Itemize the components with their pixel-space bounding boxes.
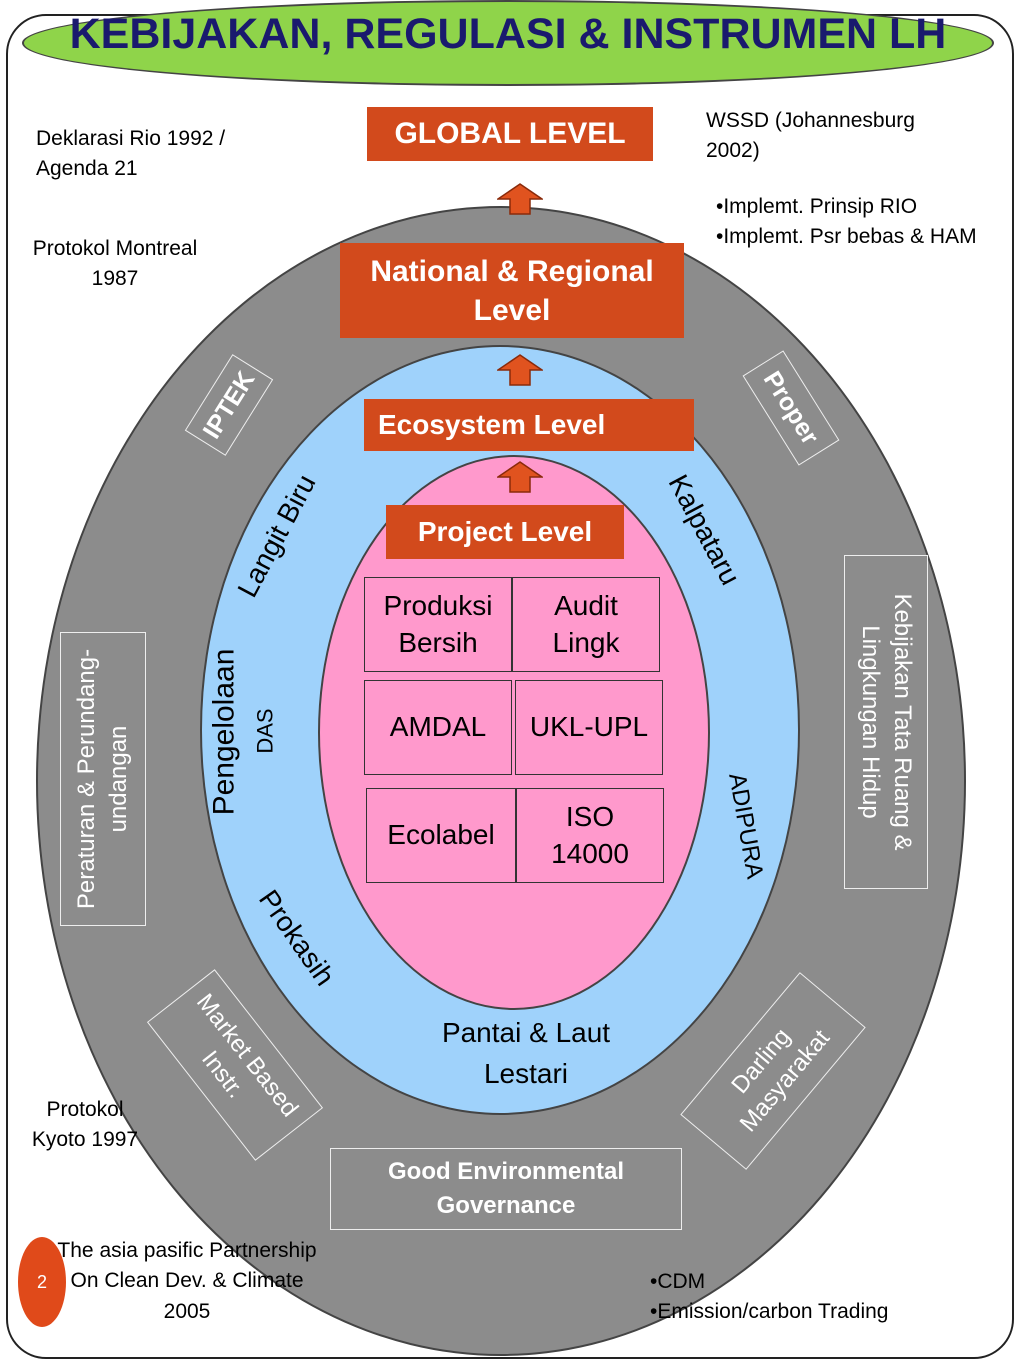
cell-ecolabel: Ecolabel xyxy=(366,788,516,883)
cell-ecolabel-label: Ecolabel xyxy=(387,819,495,851)
page-number: 2 xyxy=(36,1271,47,1292)
note-emission: •Emission/carbon Trading xyxy=(650,1300,889,1323)
ecosystem-level-label: Ecosystem Level xyxy=(378,409,606,440)
ecosystem-level-box: Ecosystem Level xyxy=(364,399,694,451)
up-arrow-icon xyxy=(497,183,543,215)
cell-audit-lingk: Audit Lingk xyxy=(512,577,660,672)
project-level-label: Project Level xyxy=(417,516,593,547)
note-asia-pasific: The asia pasific Partnership On Clean De… xyxy=(57,1239,317,1323)
national-level-box: National & Regional Level xyxy=(340,243,684,338)
label-pantai-laut: Pantai & Laut Lestari xyxy=(441,1017,611,1089)
slide-title: KEBIJAKAN, REGULASI & INSTRUMEN LH xyxy=(69,10,947,58)
cell-amdal-label: AMDAL xyxy=(389,711,487,743)
global-level-label: GLOBAL LEVEL xyxy=(394,117,626,150)
label-das: DAS xyxy=(252,708,278,754)
box-peraturan: Peraturan & Perundang-undangan xyxy=(60,632,146,926)
cell-iso-label: ISO 14000 xyxy=(551,801,629,869)
cell-produksi-label: Produksi Bersih xyxy=(383,590,493,658)
cell-ukl-upl: UKL-UPL xyxy=(515,680,663,775)
note-cdm: •CDM xyxy=(650,1270,706,1293)
note-wssd-bullet-2: •Implemt. Psr bebas & HAM xyxy=(716,225,977,248)
box-kebijakan-label: Kebijakan Tata Ruang & Lingkungan Hidup xyxy=(857,593,917,851)
box-kebijakan-tata-ruang: Kebijakan Tata Ruang & Lingkungan Hidup xyxy=(844,555,928,889)
cell-ukl-label: UKL-UPL xyxy=(529,711,649,743)
box-peraturan-label: Peraturan & Perundang-undangan xyxy=(72,648,132,910)
cell-audit-label: Audit Lingk xyxy=(552,590,620,658)
note-kyoto: Protokol Kyoto 1997 xyxy=(31,1098,139,1152)
box-good-governance-label: Good Environmental Governance xyxy=(387,1158,624,1219)
national-level-label: National & Regional Level xyxy=(370,254,654,327)
note-wssd: WSSD (Johannesburg 2002) xyxy=(706,109,915,163)
up-arrow-icon xyxy=(497,461,543,493)
label-pengelolaan: Pengelolaan xyxy=(207,648,241,816)
box-good-governance: Good Environmental Governance xyxy=(330,1148,682,1230)
cell-produksi-bersih: Produksi Bersih xyxy=(364,577,512,672)
page-number-badge: 2 xyxy=(18,1237,66,1327)
project-level-box: Project Level xyxy=(386,505,624,559)
cell-amdal: AMDAL xyxy=(364,680,512,775)
note-rio: Deklarasi Rio 1992 / Agenda 21 xyxy=(36,127,226,181)
title-banner xyxy=(22,0,994,86)
note-montreal: Protokol Montreal 1987 xyxy=(32,237,198,291)
global-level-box: GLOBAL LEVEL xyxy=(367,107,653,161)
up-arrow-icon xyxy=(497,354,543,386)
note-wssd-bullet-1: •Implemt. Prinsip RIO xyxy=(716,195,918,218)
cell-iso-14000: ISO 14000 xyxy=(516,788,664,883)
